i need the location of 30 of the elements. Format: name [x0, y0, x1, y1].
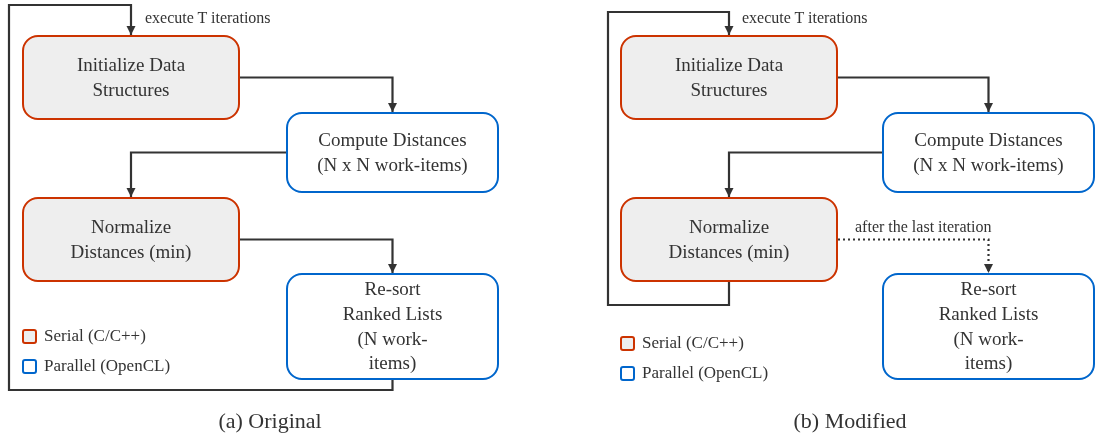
box-text: Normalize Distances (min): [69, 214, 193, 264]
process-box: [882, 273, 1095, 380]
process-box: [286, 273, 499, 380]
arrow: [838, 238, 993, 273]
legend-label: Parallel (OpenCL): [44, 356, 171, 376]
box-text: Compute Distances (N x N work-items): [912, 127, 1065, 177]
legend-label: Parallel (OpenCL): [642, 363, 769, 383]
arrow: [838, 76, 993, 112]
box-text: Re-sort Ranked Lists (N work-items): [341, 277, 444, 376]
arrow: [240, 238, 397, 273]
process-box: [286, 112, 499, 193]
box-text: Compute Distances (N x N work-items): [316, 127, 469, 177]
box-text: Re-sort Ranked Lists (N work-items): [937, 277, 1040, 376]
box-text: Initialize Data Structures: [75, 52, 187, 102]
process-box: [620, 197, 838, 282]
subfigure-caption: (a) Original: [218, 408, 322, 434]
arrow: [724, 151, 882, 197]
arrow: [7, 3, 394, 392]
arrow: [240, 76, 397, 112]
process-box: [22, 197, 240, 282]
process-box: [620, 35, 838, 120]
legend-label: Serial (C/C++): [642, 333, 744, 353]
subfigure-caption: (b) Modified: [793, 408, 907, 434]
process-box: [22, 35, 240, 120]
box-text: Normalize Distances (min): [667, 214, 791, 264]
arrow: [606, 10, 734, 307]
box-text: Initialize Data Structures: [673, 52, 785, 102]
arrow: [126, 151, 286, 197]
legend-label: Serial (C/C++): [44, 326, 146, 346]
process-box: [882, 112, 1095, 193]
